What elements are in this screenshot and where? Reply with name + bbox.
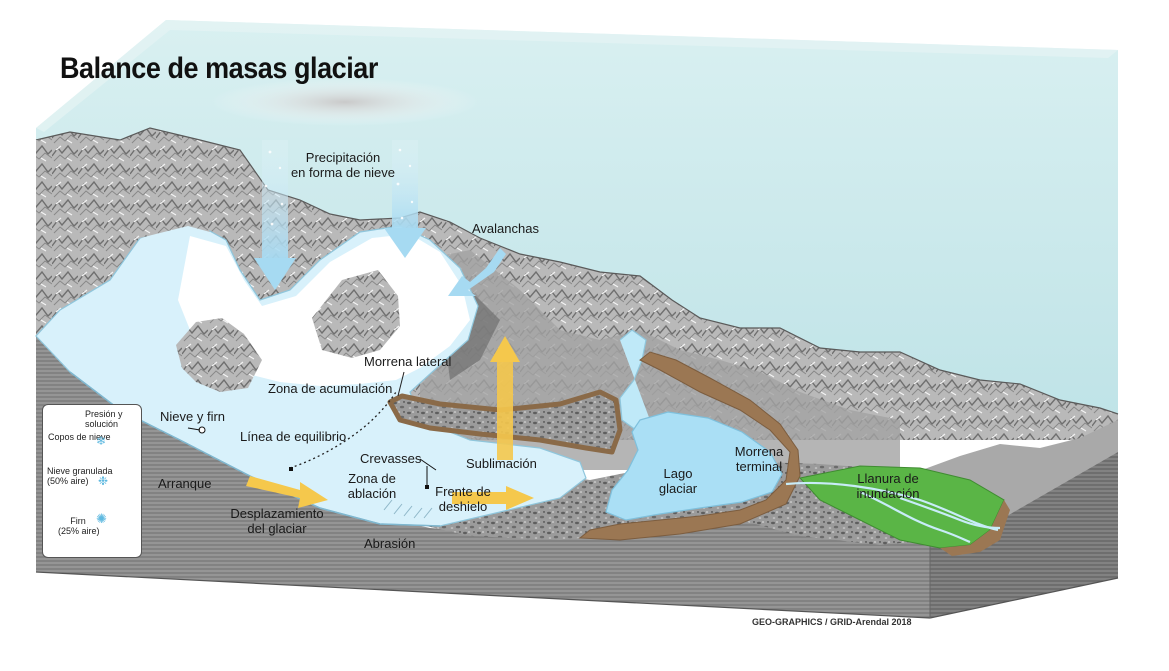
label-sublimation: Sublimación <box>466 456 537 471</box>
crevasses-marks <box>383 499 433 519</box>
equilibrium-marker <box>289 467 293 471</box>
label-accumulation-zone: Zona de acumulación <box>268 381 393 396</box>
ablation-marker <box>425 485 429 489</box>
bedrock-section <box>36 336 1118 618</box>
label-avalanches: Avalanchas <box>472 221 539 236</box>
nunatak-left <box>176 318 262 392</box>
granular-snow-icon: ❉ <box>98 474 109 488</box>
label-floodplain: Llanura de inundación <box>856 471 920 501</box>
label-glacier-flow: Desplazamiento del glaciar <box>230 506 324 536</box>
braided-rivers <box>785 481 1001 544</box>
legend-panel <box>42 404 142 558</box>
snowflake-icon: ❄ <box>96 434 107 448</box>
glacier-flow-arrow <box>246 476 328 508</box>
glacial-lake <box>605 411 783 521</box>
terminal-moraine <box>578 351 801 541</box>
label-equilibrium-line: Línea de equilibrio <box>240 429 347 444</box>
label-abrasion: Abrasión <box>364 536 416 551</box>
label-snow-firn: Nieve y firn <box>160 409 226 424</box>
label-lateral-moraine: Morrena lateral <box>364 354 452 369</box>
sublimation-arrow <box>490 336 520 460</box>
label-terminal-moraine: Morrena terminal <box>734 444 784 474</box>
firn-icon: ✺ <box>96 511 107 526</box>
label-crevasses: Crevasses <box>360 451 422 466</box>
diagram-title: Balance de masas glaciar <box>60 52 378 85</box>
label-precipitation: Precipitación en forma de nieve <box>290 150 396 180</box>
equilibrium-line <box>289 391 397 469</box>
nunatak-right <box>312 270 400 358</box>
cloud <box>210 78 480 126</box>
legend-firn: Firn (25% aire) <box>58 516 100 536</box>
legend-pressure: Presión y solución <box>85 409 123 429</box>
melt-front-arrow <box>452 486 534 510</box>
precipitation-arrows <box>254 140 426 290</box>
label-ablation-zone: Zona de ablación <box>347 471 397 501</box>
avalanche-arrow <box>448 248 506 296</box>
legend-snowflakes: Copos de nieve <box>48 432 111 442</box>
label-melt-front: Frente de deshielo <box>435 484 491 514</box>
label-glacial-lake: Lago glaciar <box>658 466 698 496</box>
legend-granular-snow: Nieve granulada (50% aire) <box>47 466 113 486</box>
label-plucking: Arranque <box>158 476 212 491</box>
credit-text: GEO-GRAPHICS / GRID-Arendal 2018 <box>752 617 912 627</box>
